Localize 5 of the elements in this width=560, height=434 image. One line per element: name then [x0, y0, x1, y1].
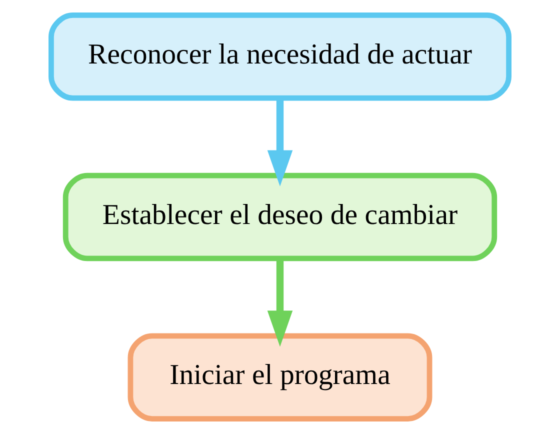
arrow	[267, 259, 293, 347]
arrow	[267, 98, 293, 186]
node-box: Reconocer la necesidad de actuar	[48, 12, 512, 101]
node-box: Iniciar el programa	[128, 333, 432, 422]
node-box: Establecer el deseo de cambiar	[62, 172, 498, 262]
